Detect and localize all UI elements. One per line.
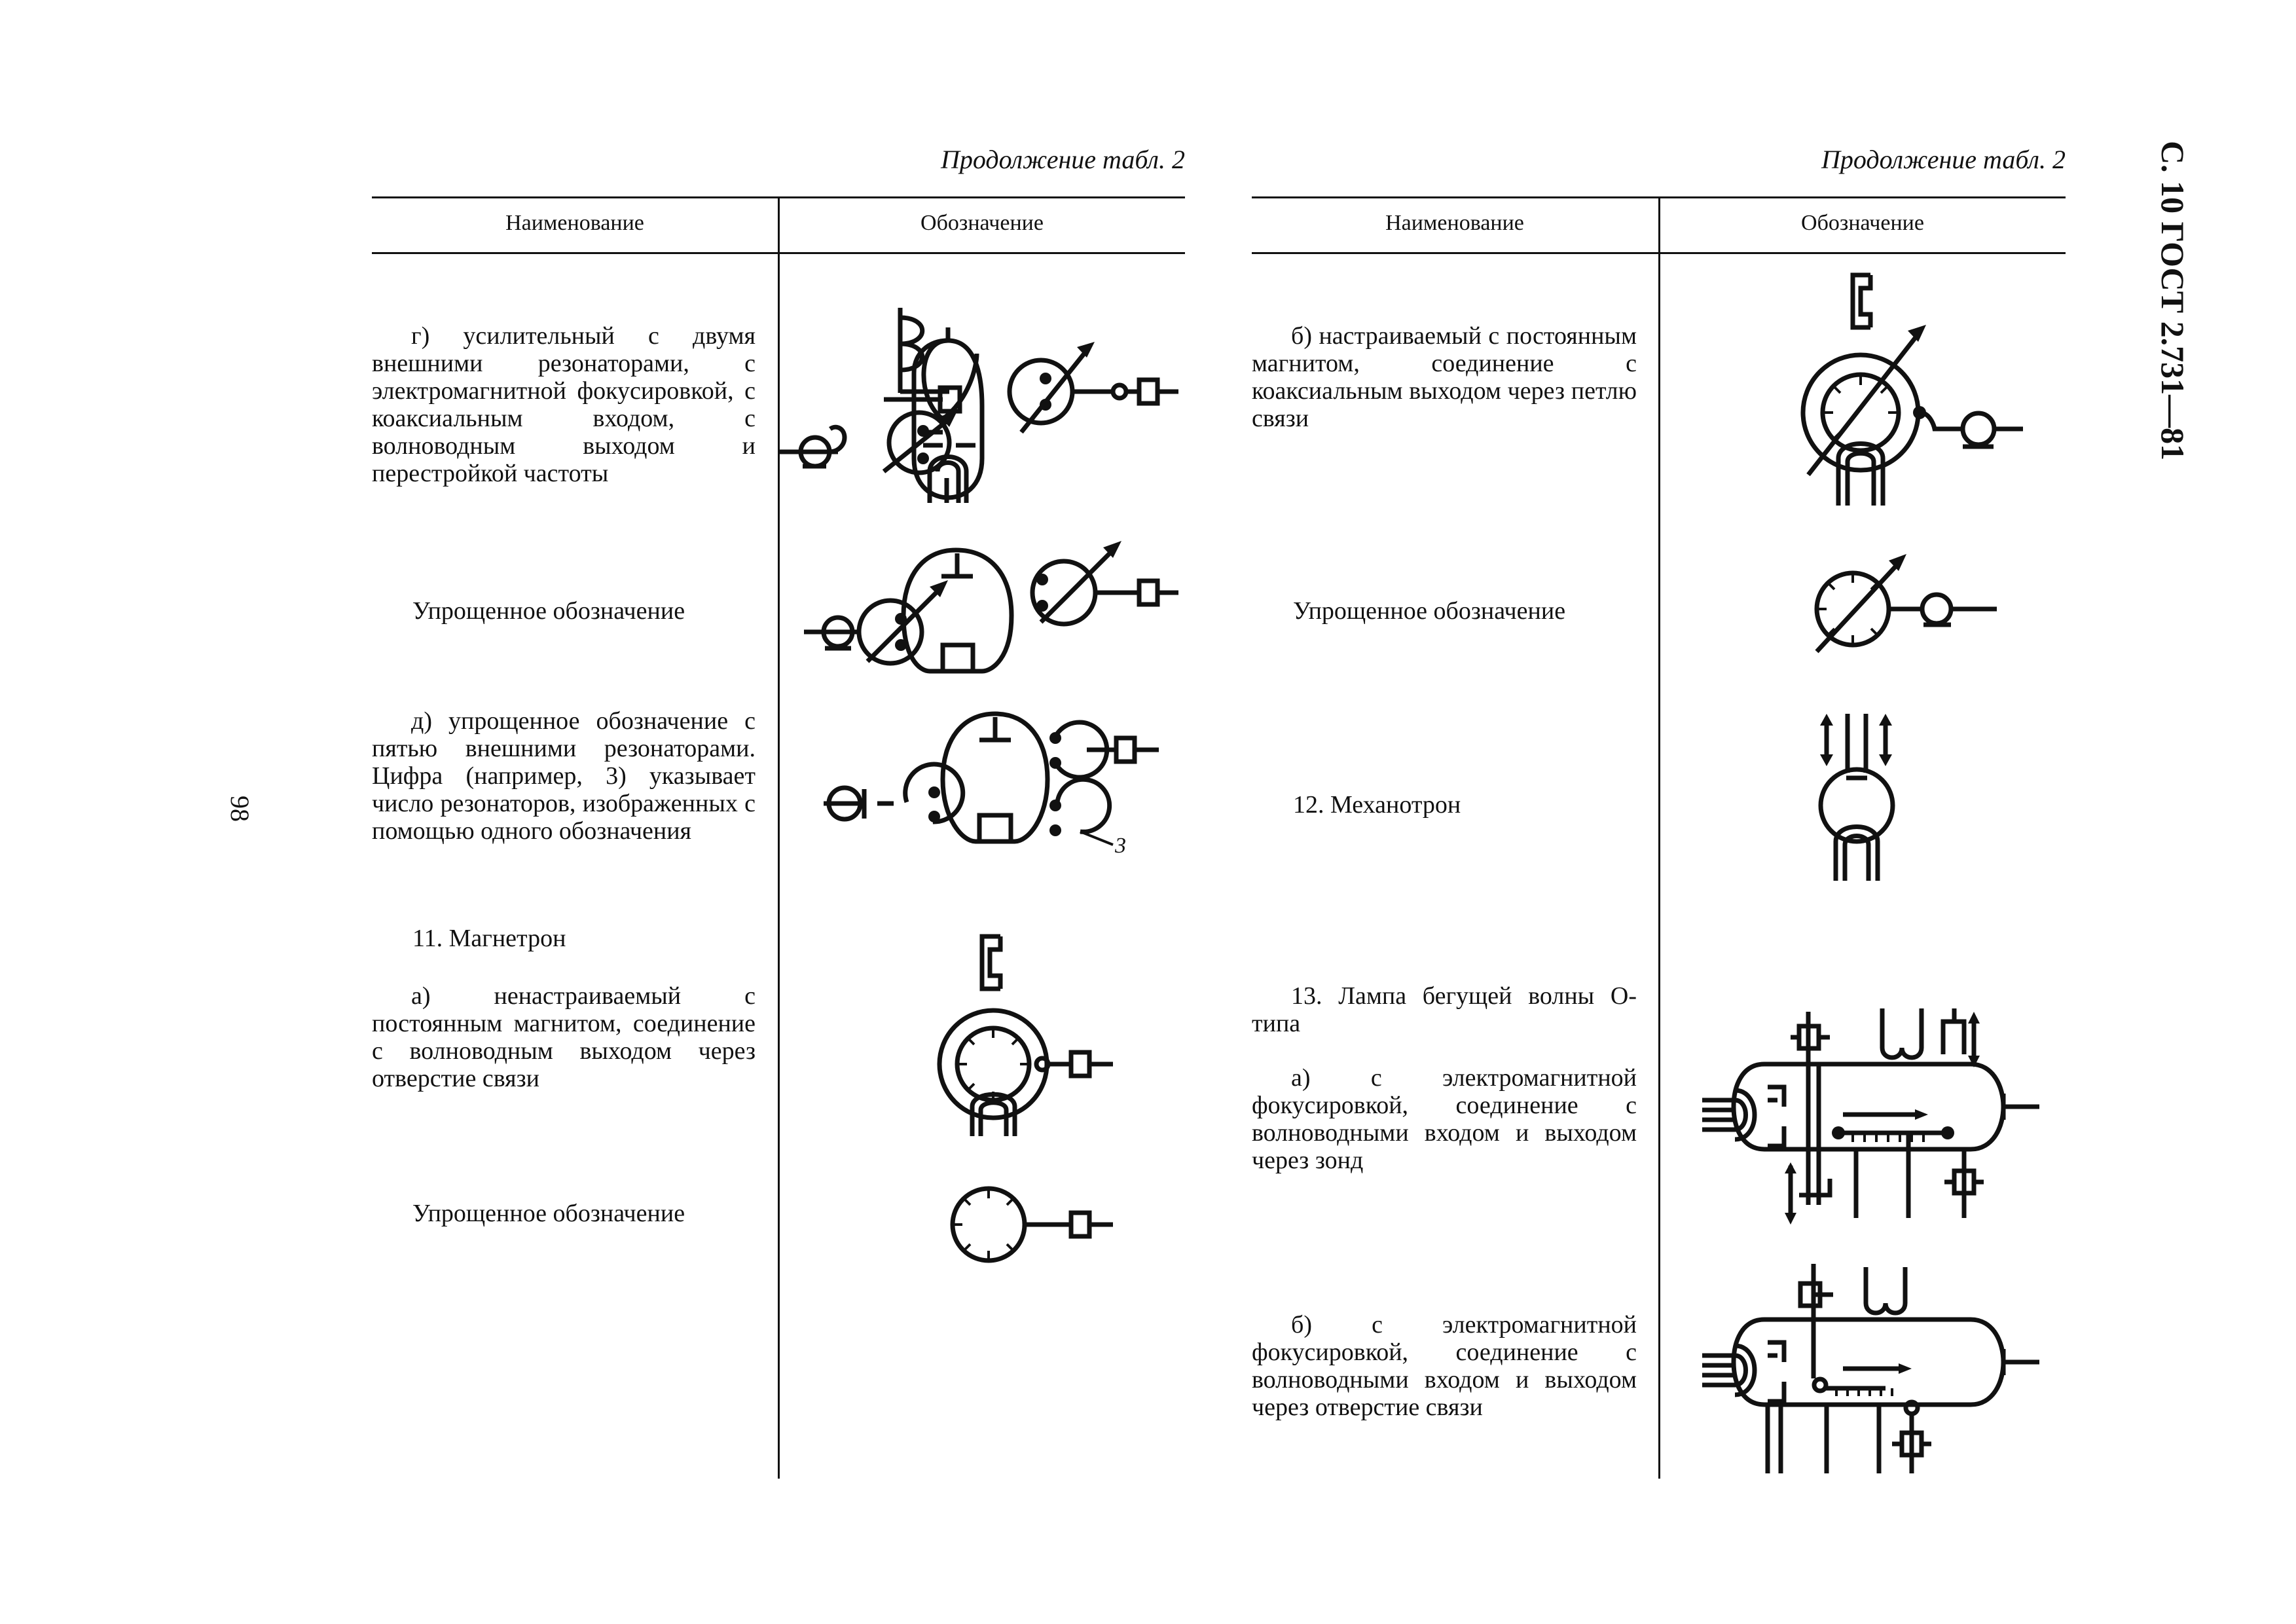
page-number: 98 xyxy=(225,796,255,822)
left-continuation-label: Продолжение табл. 2 xyxy=(940,145,1185,174)
left-row-4-text: 11. Магнетрон xyxy=(412,925,566,952)
mechanotron-symbol xyxy=(1818,714,1895,881)
right-continuation-label: Продолжение табл. 2 xyxy=(1821,145,2066,174)
left-col-symbol-header: Обозначение xyxy=(920,211,1044,235)
right-column-divider xyxy=(1658,196,1660,1479)
twt-coupling-hole-symbol xyxy=(1702,1264,2039,1473)
right-row-1-text: б) настраиваемый с постоянным магнитом, … xyxy=(1252,322,1637,432)
left-row-6-text: Упрощенное обозначение xyxy=(412,1200,685,1227)
left-row-2-text: Упрощенное обозначение xyxy=(412,597,685,625)
magnetron-tunable-symbol xyxy=(1800,272,2023,506)
left-row-5-text: а) ненастраиваемый с постоянным магнитом… xyxy=(372,982,756,1092)
right-row-5-text: а) с электромагнитной фокусировкой, соед… xyxy=(1252,1064,1637,1174)
right-col-symbol-header: Обозначение xyxy=(1801,211,1924,235)
resonator-count-label: 3 xyxy=(1114,834,1126,858)
right-row-6-text: б) с электромагнитной фокусировкой, соед… xyxy=(1252,1311,1637,1421)
left-row-1-text: г) усилительный с двумя внешними резонат… xyxy=(372,322,756,487)
left-row-3-text: д) упрощенное обозначение с пятью внешни… xyxy=(372,707,756,845)
right-row-3-text: 12. Механотрон xyxy=(1293,791,1461,819)
right-row-4-text: 13. Лампа бегущей волны О-типа xyxy=(1252,982,1637,1037)
left-column-divider xyxy=(778,196,780,1479)
magnetron-tunable-simplified-symbol xyxy=(1814,554,1997,654)
right-row-2-text: Упрощенное обозначение xyxy=(1293,597,1566,625)
right-col-name-header: Наименование xyxy=(1385,211,1524,235)
magnetron-simplified-symbol xyxy=(950,1186,1113,1263)
klystron-simplified-symbol xyxy=(804,541,1178,674)
left-col-name-header: Наименование xyxy=(505,211,644,235)
magnetron-unregulated-symbol xyxy=(937,934,1113,1136)
klystron-five-resonators-symbol: 3 xyxy=(824,711,1159,858)
twt-probe-symbol xyxy=(1702,1008,2039,1225)
side-header: С. 10 ГОСТ 2.731—81 xyxy=(2155,141,2191,461)
klystron-two-resonators-symbol xyxy=(779,308,1178,503)
